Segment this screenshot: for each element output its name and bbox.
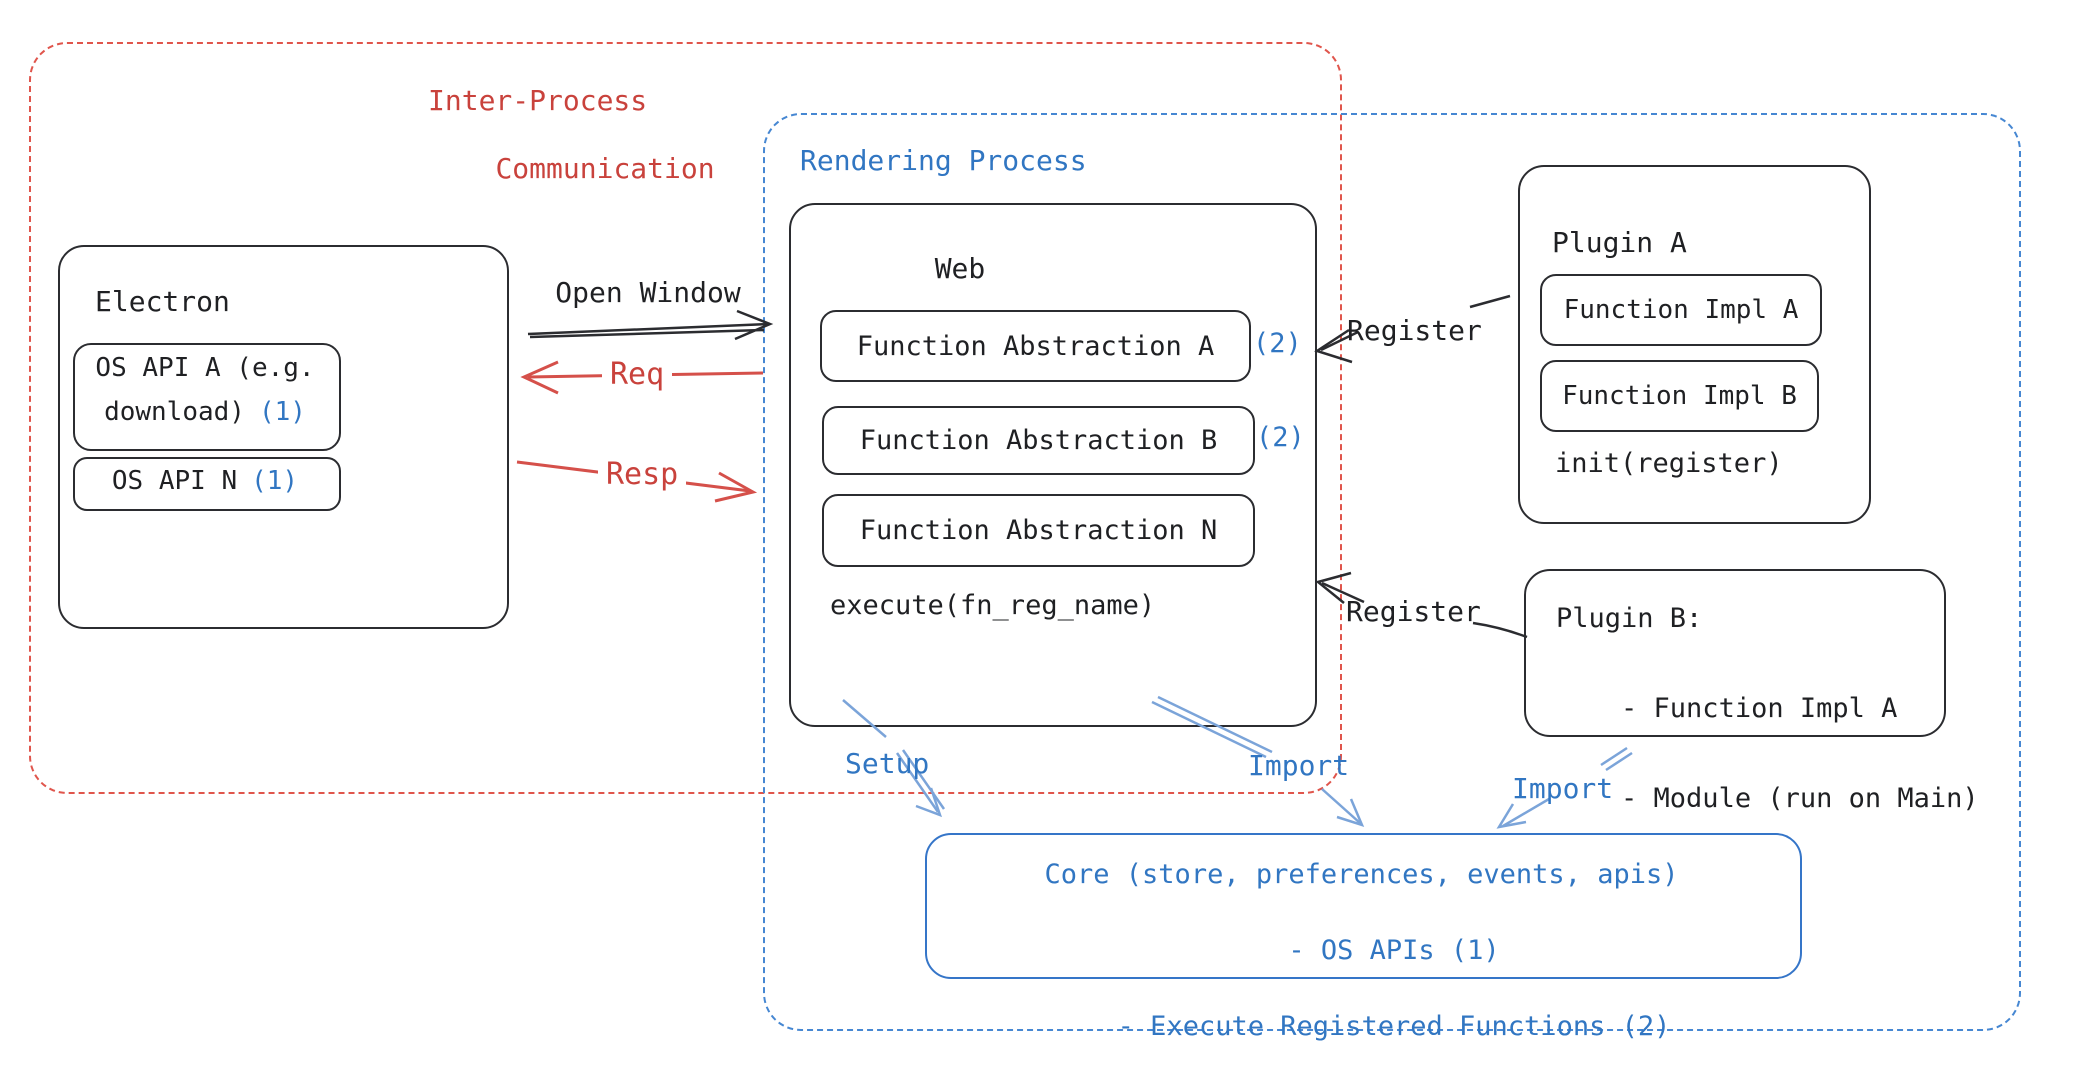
- os-api-n-badge: (1): [251, 466, 299, 496]
- electron-box: [58, 245, 509, 629]
- os-api-a-line2: download) (1): [73, 397, 337, 428]
- function-abstraction-a-label: Function Abstraction A: [856, 330, 1215, 362]
- plugin-a-box: [1518, 165, 1871, 524]
- function-impl-a-box: Function Impl A: [1540, 274, 1822, 346]
- function-abstraction-b-box: Function Abstraction B: [822, 406, 1255, 475]
- os-api-a-badge: (1): [258, 397, 306, 427]
- execute-label: execute(fn_reg_name): [830, 590, 1156, 621]
- plugin-b-title: Plugin B:: [1556, 603, 1703, 634]
- ipc-title-line2: Communication: [495, 152, 715, 185]
- os-api-a-box: [73, 343, 341, 451]
- plugin-b-line2: - Module (run on Main): [1621, 783, 1979, 814]
- core-box: [925, 833, 1802, 979]
- plugin-a-init-label: init(register): [1555, 448, 1783, 479]
- os-api-a-line1: OS API A (e.g.: [95, 353, 315, 383]
- web-title: Web: [934, 252, 986, 285]
- function-abstraction-b-badge: (2): [1256, 422, 1305, 453]
- os-api-n-row: OS API N (1): [73, 466, 337, 497]
- core-text: Core (store, preferences, events, apis) …: [925, 856, 1798, 1046]
- plugin-b-box: [1524, 569, 1946, 737]
- function-abstraction-b-label: Function Abstraction B: [859, 425, 1218, 456]
- ipc-dashed-boundary: [29, 42, 1342, 794]
- register-top-label: Register: [1347, 314, 1482, 347]
- open-window-label: Open Window: [555, 276, 741, 309]
- function-abstraction-n-box: Function Abstraction N: [822, 494, 1255, 567]
- function-impl-b-box: Function Impl B: [1540, 360, 1819, 432]
- function-impl-b-label: Function Impl B: [1562, 380, 1797, 411]
- function-impl-a-label: Function Impl A: [1563, 294, 1799, 325]
- plugin-b-line1: - Function Impl A: [1621, 693, 1898, 724]
- function-abstraction-n-label: Function Abstraction N: [859, 515, 1218, 546]
- os-api-n-box: [73, 457, 341, 511]
- req-label: Req: [602, 358, 673, 392]
- plugin-a-title: Plugin A: [1552, 226, 1687, 259]
- core-line1: Core (store, preferences, events, apis): [1044, 859, 1679, 890]
- register-bottom-label: Register: [1346, 595, 1481, 628]
- rendering-process-title: Rendering Process: [800, 144, 1087, 177]
- ipc-title: Inter-Process Communication: [428, 84, 715, 186]
- core-line2: - OS APIs (1): [1288, 935, 1500, 966]
- ipc-title-line1: Inter-Process: [428, 84, 648, 117]
- os-api-a-line2-text: download): [104, 397, 245, 427]
- os-api-n-text: OS API N: [111, 466, 238, 496]
- function-abstraction-a-box: Function Abstraction A: [820, 310, 1251, 382]
- resp-label: Resp: [598, 458, 687, 492]
- import-left-label: Import: [1248, 749, 1350, 782]
- import-right-label: Import: [1512, 772, 1614, 805]
- core-line3: - Execute Registered Functions (2): [1117, 1011, 1671, 1042]
- setup-label: Setup: [845, 747, 930, 780]
- web-box: [789, 203, 1317, 727]
- electron-title: Electron: [95, 285, 230, 318]
- function-abstraction-a-badge: (2): [1253, 328, 1302, 359]
- plugin-b-text: Plugin B: - Function Impl A - Module (ru…: [1556, 596, 1979, 821]
- rendering-process-dashed-boundary: [763, 113, 2021, 1031]
